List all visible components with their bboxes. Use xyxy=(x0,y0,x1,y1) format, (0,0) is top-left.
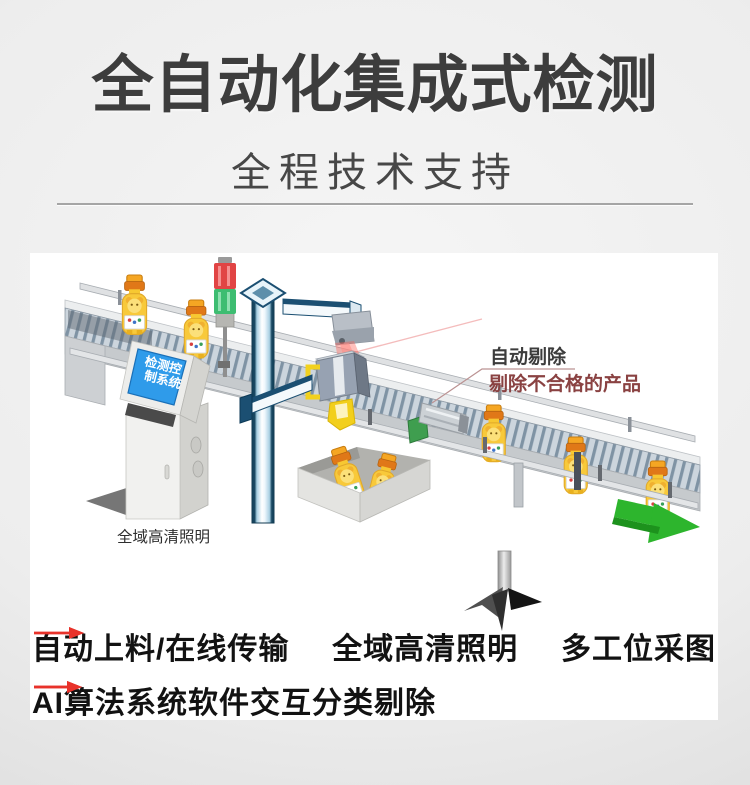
page-subtitle: 全程技术支持 xyxy=(231,151,519,195)
flow-step-multistation: 多工位采图 xyxy=(561,633,716,666)
lower-beam xyxy=(239,374,313,424)
signal-tower xyxy=(214,257,236,377)
production-line-illustration: 检测控 制系统 xyxy=(64,257,701,631)
control-kiosk: 检测控 制系统 xyxy=(119,340,211,520)
bottle xyxy=(121,274,148,335)
flow-step-lighting: 全域高清照明 xyxy=(332,633,519,666)
reject-box xyxy=(297,444,431,523)
inspection-device xyxy=(305,350,371,431)
flow-step-classify: 分类剔除 xyxy=(312,687,436,720)
lighting-label: 全域高清照明 xyxy=(117,528,210,546)
flow-step-software: 软件交互 xyxy=(188,687,312,720)
green-light xyxy=(214,289,236,314)
front-guide-rail xyxy=(69,347,699,510)
bottle xyxy=(183,299,209,359)
red-arrow-icon xyxy=(34,627,84,639)
reject-pusher xyxy=(407,402,469,444)
kiosk-screen xyxy=(127,348,187,406)
flow-step-ai: AI算法系统 xyxy=(32,687,188,720)
reject-callout: 自动剔除 剔除不合格的产品 xyxy=(431,345,641,404)
red-arrow-icon xyxy=(34,681,82,693)
callout-subtitle: 剔除不合格的产品 xyxy=(488,372,641,395)
camera-unit xyxy=(331,310,375,346)
flow-direction-arrow xyxy=(612,499,700,543)
process-flow-row-1: 自动上料/在线传输 全域高清照明 多工位采图 xyxy=(32,625,716,667)
divider-line xyxy=(57,203,693,205)
flow-step-feed: 自动上料/在线传输 xyxy=(32,633,290,666)
illustration-panel: 检测控 制系统 xyxy=(30,253,718,720)
page-title: 全自动化集成式检测 xyxy=(91,51,659,120)
reject-chute-icon xyxy=(464,550,542,631)
red-light xyxy=(214,263,236,289)
callout-title: 自动剔除 xyxy=(490,345,567,368)
process-flow-row-2: AI算法系统 软件交互 分类剔除 xyxy=(32,679,716,721)
